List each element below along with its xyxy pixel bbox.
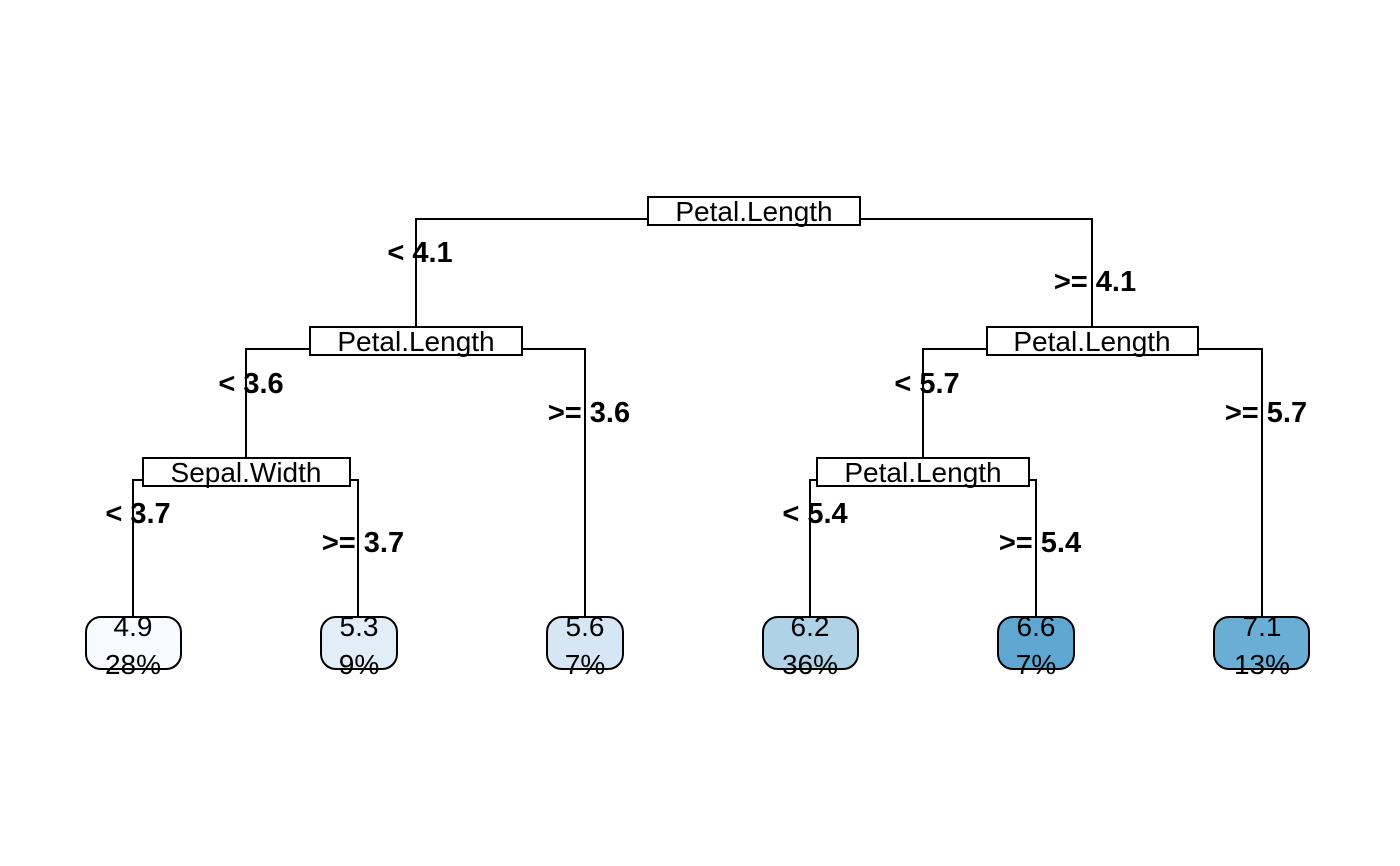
leaf-node: 6.2 36% [762, 611, 859, 680]
leaf-node-box [85, 616, 182, 670]
condition-pl54-left: < 5.4 [782, 498, 847, 530]
edge-left-left [245, 348, 310, 459]
split-node-sepal-width: Sepal.Width [142, 457, 351, 488]
leaf-node-value: 7.1 [1243, 611, 1282, 642]
condition-right-right: >= 5.7 [1225, 397, 1307, 429]
leaf-node-value: 6.2 [791, 611, 830, 642]
leaf-node-percent: 9% [339, 649, 379, 680]
edge-pl54-left [809, 479, 817, 617]
condition-root-right: >= 4.1 [1054, 266, 1136, 298]
split-node-petal-length-54-label: Petal.Length [844, 457, 1001, 488]
leaf-node: 7.1 13% [1213, 611, 1310, 680]
condition-right-left: < 5.7 [894, 368, 959, 400]
split-node-right: Petal.Length [986, 326, 1199, 357]
leaf-node-value: 6.6 [1017, 611, 1056, 642]
condition-sepal-left: < 3.7 [105, 498, 170, 530]
edge-root-right [860, 218, 1093, 329]
leaf-node-box [997, 616, 1075, 670]
condition-left-left: < 3.6 [218, 368, 283, 400]
leaf-node: 4.9 28% [85, 611, 182, 680]
edge-right-left [922, 348, 987, 459]
split-node-left: Petal.Length [309, 326, 523, 357]
leaf-node-box [320, 616, 398, 670]
leaf-node-percent: 7% [1016, 649, 1056, 680]
leaf-node-box [1213, 616, 1310, 670]
edge-right-right [1198, 348, 1263, 617]
leaf-node-percent: 7% [565, 649, 605, 680]
split-node-root: Petal.Length [647, 196, 861, 227]
leaf-node-value: 4.9 [114, 611, 153, 642]
leaf-node-box [546, 616, 624, 670]
edge-sepal-right [350, 479, 359, 617]
tree-edges [132, 218, 1263, 617]
condition-sepal-right: >= 3.7 [322, 527, 404, 559]
leaf-node-percent: 28% [105, 649, 161, 680]
split-node-left-label: Petal.Length [337, 326, 494, 357]
leaf-node-percent: 36% [782, 649, 838, 680]
leaf-node: 6.6 7% [997, 611, 1075, 680]
edge-pl54-right [1029, 479, 1037, 617]
condition-root-left: < 4.1 [387, 237, 452, 269]
condition-left-right: >= 3.6 [548, 397, 630, 429]
condition-pl54-right: >= 5.4 [999, 527, 1081, 559]
edge-root-left [415, 218, 648, 329]
leaf-node: 5.3 9% [320, 611, 398, 680]
leaf-node-box [762, 616, 859, 670]
leaf-node-value: 5.3 [340, 611, 379, 642]
edge-left-right [522, 348, 586, 617]
leaf-node: 5.6 7% [546, 611, 624, 680]
split-node-sepal-width-label: Sepal.Width [171, 457, 322, 488]
split-node-root-label: Petal.Length [675, 196, 832, 227]
split-node-right-label: Petal.Length [1013, 326, 1170, 357]
leaf-node-value: 5.6 [566, 611, 605, 642]
edge-sepal-left [132, 479, 143, 617]
leaf-node-percent: 13% [1234, 649, 1290, 680]
split-node-petal-length-54: Petal.Length [816, 457, 1030, 488]
